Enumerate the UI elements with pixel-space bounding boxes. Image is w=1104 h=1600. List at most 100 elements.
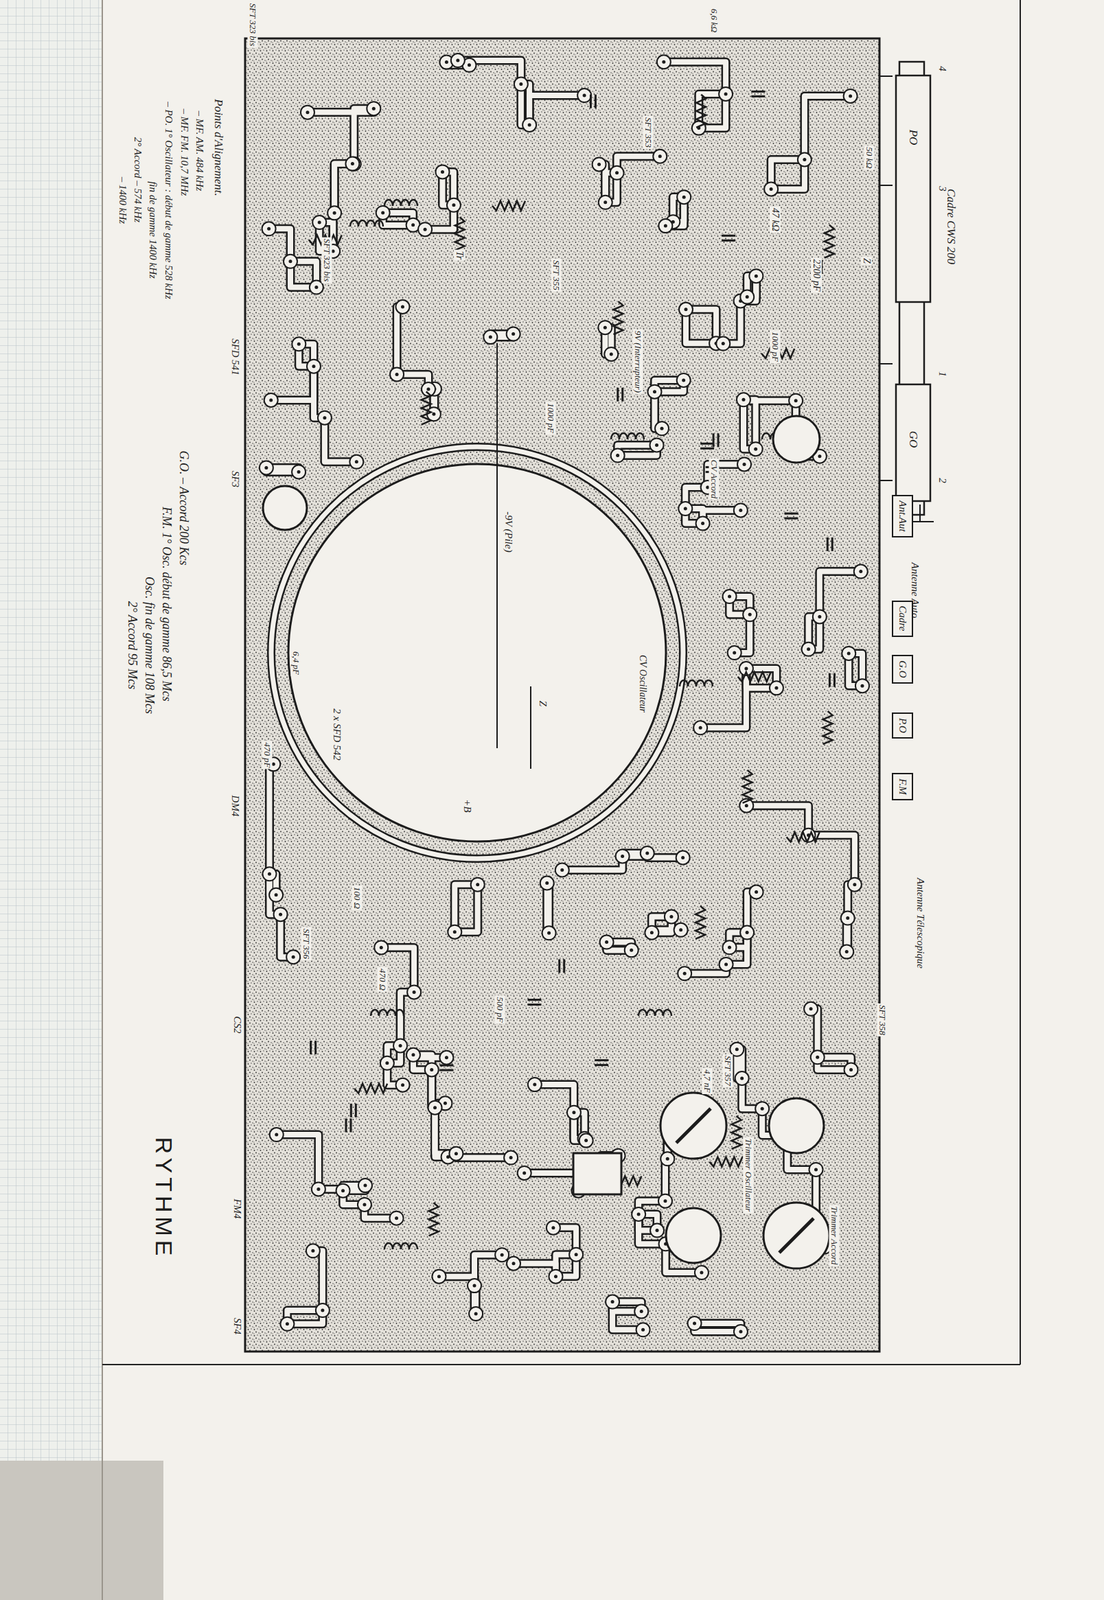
pad-hole xyxy=(271,762,276,767)
solder-pad xyxy=(291,464,306,479)
pad-hole xyxy=(724,92,728,96)
coil-symbol xyxy=(384,1243,393,1250)
solder-pad xyxy=(736,392,751,407)
pad-hole xyxy=(500,1253,504,1258)
switch-box: P.O xyxy=(891,712,914,739)
solder-pad xyxy=(283,254,298,269)
pad-hole xyxy=(269,398,273,402)
coil-symbol xyxy=(378,1009,388,1017)
resistor-symbol xyxy=(455,217,465,251)
page-strip xyxy=(0,1461,164,1600)
trace xyxy=(454,884,478,933)
pin-number: 2 xyxy=(935,476,948,485)
pad-hole xyxy=(774,686,778,690)
trace-outline xyxy=(455,1154,511,1159)
pad-hole xyxy=(802,157,807,162)
solder-pad xyxy=(555,863,570,877)
pad-hole xyxy=(847,651,851,655)
mount-hole xyxy=(262,486,307,531)
coil-symbol xyxy=(409,199,418,206)
capacitor-symbol xyxy=(527,1003,542,1006)
coil-symbol xyxy=(395,1009,404,1017)
pad-hole xyxy=(754,274,758,279)
trace xyxy=(743,399,756,450)
coil-symbol xyxy=(638,1009,647,1017)
solder-pad xyxy=(812,609,827,624)
capacitor-symbol xyxy=(349,1118,352,1133)
pad-hole xyxy=(571,1110,576,1115)
pad-hole xyxy=(794,398,798,403)
alignment-note: fin de gamme 1400 kHz xyxy=(146,179,158,281)
part-name: SF3 xyxy=(228,469,241,489)
resistor-symbol xyxy=(429,1202,439,1236)
resistor-symbol xyxy=(742,770,753,804)
capacitor-symbol xyxy=(784,517,798,520)
solder-pad xyxy=(269,1128,284,1142)
solder-pad xyxy=(610,166,625,180)
coil-symbol xyxy=(387,1009,396,1017)
pcb-board xyxy=(245,38,880,1352)
trace-outline xyxy=(454,884,478,933)
trace xyxy=(804,96,851,160)
signal-name: +B xyxy=(460,797,473,814)
trimmer-slot xyxy=(779,1218,814,1253)
solder-pad xyxy=(357,1198,372,1212)
trace xyxy=(743,399,756,450)
pad-hole xyxy=(603,326,607,330)
pad-hole xyxy=(732,651,736,655)
capacitor-symbol xyxy=(558,959,561,973)
solder-pad xyxy=(407,985,421,999)
trace-outline xyxy=(524,1173,579,1192)
solder-pad xyxy=(424,1062,439,1077)
pad-hole xyxy=(745,295,750,299)
solder-pad xyxy=(658,1194,673,1209)
pad-hole xyxy=(584,1139,588,1143)
box-label: G.O xyxy=(896,660,909,678)
solder-pad xyxy=(658,219,673,233)
pad-hole xyxy=(604,940,609,945)
solder-pad xyxy=(259,460,274,475)
coil-symbol xyxy=(392,199,401,206)
capacitor-symbol xyxy=(354,1104,358,1118)
pad-hole xyxy=(615,453,620,458)
solder-pad xyxy=(644,926,659,940)
solder-pad xyxy=(366,101,381,116)
alignment-note: 2° Accord – 574 kHz xyxy=(131,135,143,224)
trace xyxy=(819,571,861,618)
solder-pad xyxy=(269,888,283,903)
solder-pad xyxy=(749,269,763,283)
coil-symbol xyxy=(619,433,628,440)
pad-hole xyxy=(769,187,774,191)
trace-outline xyxy=(334,164,353,214)
pad-hole xyxy=(317,221,322,225)
coil-symbol xyxy=(400,1243,410,1250)
coil-name: GO xyxy=(906,429,920,450)
pad-hole xyxy=(267,227,271,231)
solder-pad xyxy=(446,198,461,213)
box-label: P.O xyxy=(896,718,909,734)
solder-pad xyxy=(674,923,688,938)
trace-outline xyxy=(354,108,375,165)
solder-pad xyxy=(650,438,664,452)
solder-pad xyxy=(517,1166,532,1181)
pad-hole xyxy=(609,352,614,356)
pad-hole xyxy=(412,990,417,995)
speaker-hole xyxy=(288,464,666,842)
solder-pad xyxy=(652,149,667,164)
coil-symbol xyxy=(704,680,713,687)
pad-hole xyxy=(860,684,864,688)
pad-hole xyxy=(700,521,705,526)
trace-outline xyxy=(743,399,756,450)
pad-hole xyxy=(554,1274,558,1279)
capacitor-symbol xyxy=(344,1118,347,1133)
pad-hole xyxy=(742,462,747,467)
signal-name: 9V (Interrupteur) xyxy=(633,329,644,395)
pad-hole xyxy=(316,1187,320,1192)
ring-trace xyxy=(271,446,684,859)
pad-hole xyxy=(314,285,318,290)
pad-hole xyxy=(274,893,279,897)
pad-hole xyxy=(655,1228,660,1233)
part-name: Cadre CWS 200 xyxy=(944,187,958,266)
part-name: SFT 323 bis xyxy=(322,237,333,284)
solder-pad xyxy=(716,337,730,351)
